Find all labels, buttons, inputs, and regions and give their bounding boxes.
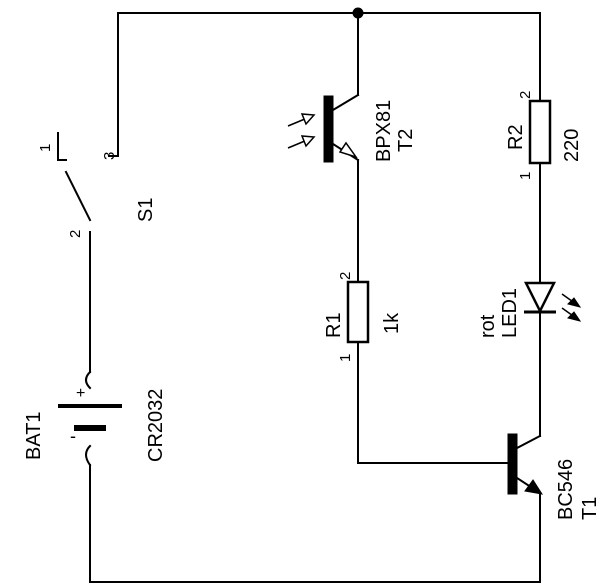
battery-plus-sign: + <box>76 385 85 402</box>
switch-s1: 1 2 3 S1 <box>37 132 157 238</box>
phototransistor-emitter-arrow <box>338 141 358 159</box>
transistor-base-bar <box>507 433 518 495</box>
battery-minus-terminal <box>85 444 92 467</box>
led-diode-triangle <box>523 281 557 314</box>
resistor-r2-pin-2: 2 <box>517 91 534 99</box>
battery-minus-sign: - <box>70 426 76 446</box>
light-out-arrows <box>561 293 582 322</box>
resistor-r2-pin-1: 1 <box>517 172 534 180</box>
resistor-r2: 2 1 R2 220 <box>505 91 583 180</box>
wire-top-rail <box>117 12 541 157</box>
phototransistor-t2: BPX81 T2 <box>287 93 417 163</box>
light-in-arrows <box>287 113 316 149</box>
transistor-value-label: BC546 <box>555 459 577 520</box>
switch-pin-2: 2 <box>67 230 84 238</box>
resistor-r1-body <box>346 280 370 344</box>
led-color-label: rot <box>477 314 499 338</box>
wire-r1-to-base <box>357 349 509 464</box>
battery-bat1: + - BAT1 CR2032 <box>23 370 167 467</box>
transistor-collector-leg <box>515 434 542 450</box>
battery-ref-label: BAT1 <box>23 411 45 460</box>
transistor-t1: BC546 T1 <box>507 433 601 520</box>
transistor-emitter-arrow <box>524 479 544 495</box>
battery-plus-terminal <box>85 370 92 390</box>
switch-pin-1: 1 <box>37 144 54 152</box>
resistor-r1-pin-1: 1 <box>337 354 354 362</box>
phototransistor-value-label: BPX81 <box>373 100 395 162</box>
led-1: rot LED1 <box>477 281 582 338</box>
transistor-ref-label: T1 <box>579 497 601 520</box>
wire-bottom-rail <box>89 464 541 583</box>
switch-ref-label: S1 <box>135 198 157 222</box>
phototransistor-collector-leg <box>331 93 360 112</box>
phototransistor-ref-label: T2 <box>395 129 417 152</box>
wires <box>89 12 541 583</box>
resistor-r1: 2 1 R1 1k <box>323 269 403 362</box>
resistor-r2-body <box>528 99 552 165</box>
junction-dot <box>352 7 364 19</box>
resistor-r1-pin-2: 2 <box>337 272 354 280</box>
switch-lever <box>64 170 92 222</box>
phototransistor-base-bar <box>323 95 334 163</box>
resistor-r2-value-label: 220 <box>561 129 583 162</box>
resistor-r1-value-label: 1k <box>381 312 403 334</box>
resistor-r1-ref-label: R1 <box>323 312 345 338</box>
battery-value-label: CR2032 <box>145 389 167 462</box>
led-ref-label: LED1 <box>499 288 521 338</box>
resistor-r2-ref-label: R2 <box>505 124 527 150</box>
switch-pin-3: 3 <box>101 152 118 160</box>
